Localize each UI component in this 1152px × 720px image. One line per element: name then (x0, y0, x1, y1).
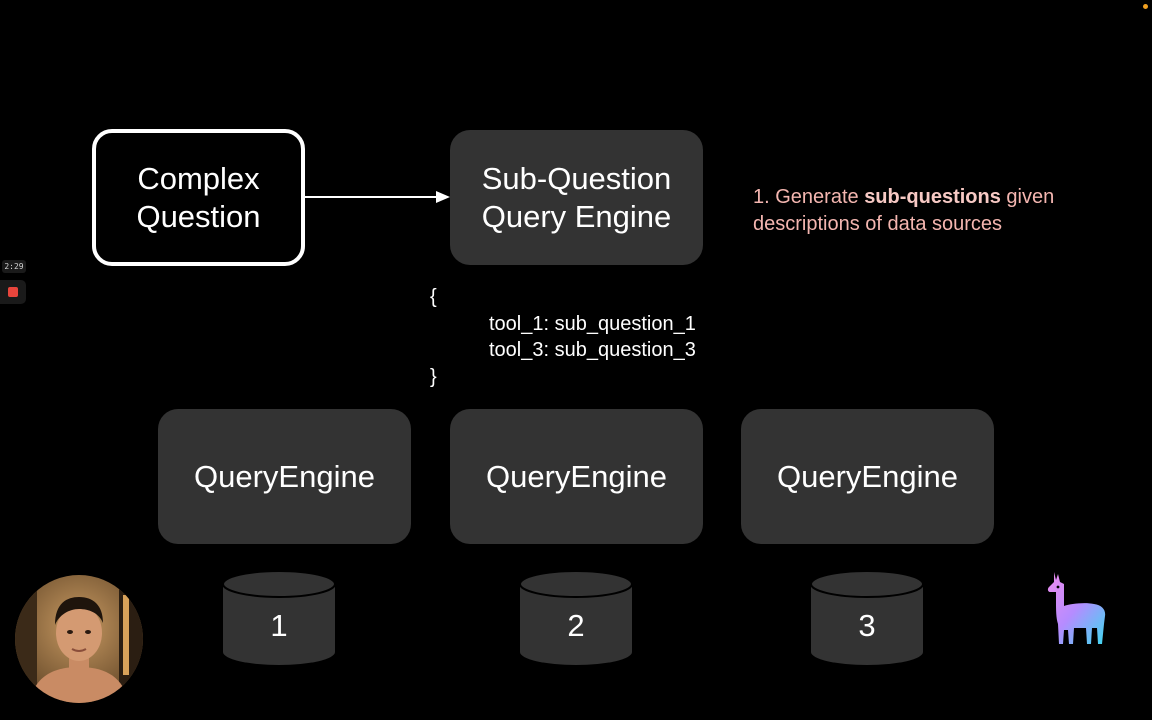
database-icon (519, 570, 633, 665)
annotation-bold: sub-questions (864, 186, 1001, 208)
database-icon (222, 570, 336, 665)
arrow-line (305, 196, 438, 198)
code-tool-3-line: tool_3: sub_question_3 (489, 339, 696, 361)
webcam-image (15, 575, 143, 703)
complex-question-label: Complex Question (136, 160, 260, 236)
stop-recording-button[interactable] (0, 280, 26, 304)
data-source-label: 3 (858, 608, 876, 643)
query-engine-label: QueryEngine (194, 458, 375, 494)
llama-logo-icon (1044, 570, 1108, 646)
sub-question-engine-box: Sub-Question Query Engine (450, 130, 703, 265)
status-dot-icon (1143, 4, 1148, 9)
query-engine-label: QueryEngine (486, 458, 667, 494)
annotation-suffix: given descriptions of data sources (753, 186, 1055, 235)
data-source-label: 2 (567, 608, 585, 643)
step-annotation: 1. Generate sub-questions given descript… (753, 184, 1133, 238)
sub-question-engine-line-2: Query Engine (481, 198, 672, 234)
sub-question-engine-line-1: Sub-Question (481, 160, 672, 196)
database-icon (810, 570, 924, 665)
arrow-head-icon (436, 191, 450, 203)
complex-question-box: Complex Question (92, 129, 305, 266)
data-source-cylinder-1: 1 (222, 570, 336, 666)
annotation-prefix: 1. Generate (753, 186, 865, 208)
data-source-label: 1 (270, 608, 288, 643)
sub-question-engine-label: Sub-Question Query Engine (482, 160, 672, 236)
code-brace-close: } (430, 366, 437, 388)
data-source-cylinder-2: 2 (519, 570, 633, 666)
query-engine-box-3: QueryEngine (741, 409, 994, 544)
webcam-feed (15, 575, 143, 703)
stop-icon (8, 287, 18, 297)
query-engine-box-2: QueryEngine (450, 409, 703, 544)
query-engine-box-1: QueryEngine (158, 409, 411, 544)
complex-question-line-1: Complex (137, 160, 260, 196)
complex-question-line-2: Question (136, 198, 261, 234)
query-engine-label: QueryEngine (777, 458, 958, 494)
data-source-cylinder-3: 3 (810, 570, 924, 666)
recording-timer: 2:29 (2, 260, 26, 273)
code-brace-open: { (430, 286, 437, 308)
code-tool-1-line: tool_1: sub_question_1 (489, 313, 696, 335)
